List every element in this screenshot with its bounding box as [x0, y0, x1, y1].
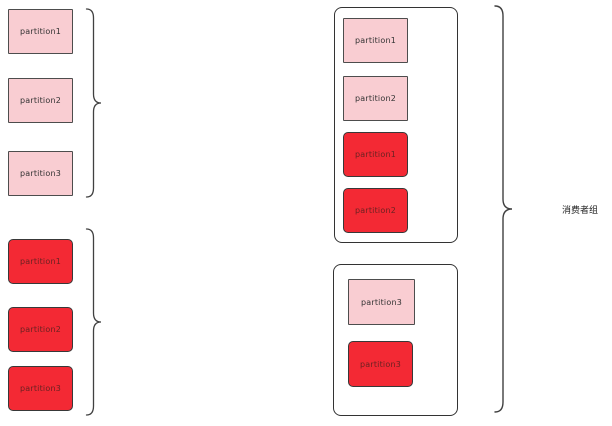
consumer-b-partition-box: partition3	[348, 341, 413, 387]
consumer-a-partition-box: partition2	[343, 188, 408, 233]
red-partition-box: partition3	[8, 366, 73, 411]
pink-partition-box: partition2	[8, 78, 73, 123]
consumer-a-partition-box: partition1	[343, 132, 408, 177]
consumer-a-partition-box: partition2	[343, 76, 408, 121]
consumer-b-partition-box: partition3	[348, 279, 415, 325]
curly-brace-consumer-group	[494, 5, 513, 413]
pink-partition-box: partition1	[8, 9, 73, 54]
red-partition-box: partition1	[8, 239, 73, 284]
pink-partition-box: partition3	[8, 151, 73, 196]
consumer-a-partition-box: partition1	[343, 18, 408, 63]
curly-brace-pink-topic	[85, 8, 102, 198]
red-partition-box: partition2	[8, 307, 73, 352]
consumer-group-label: 消费者组	[562, 206, 599, 216]
curly-brace-red-topic	[85, 228, 102, 416]
